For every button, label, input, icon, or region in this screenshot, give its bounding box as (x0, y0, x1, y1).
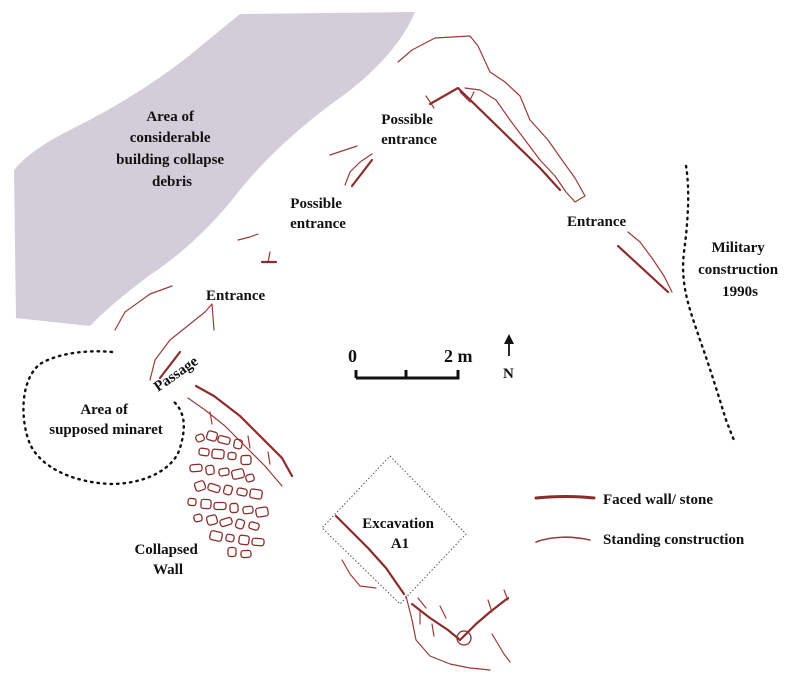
entrance-right-label: Entrance (567, 214, 627, 230)
north-arrow: N (503, 334, 514, 382)
rubble-stone (248, 521, 260, 531)
rubble-stone (222, 484, 234, 496)
minaret-label-line: Area of (80, 402, 129, 418)
rubble-stone (193, 513, 203, 523)
rubble-stone (195, 433, 205, 443)
collapsed-wall-label: Collapsed Wall (134, 542, 201, 578)
debris-label-line: Area of (146, 109, 195, 125)
entrance-left-label: Entrance (206, 288, 266, 304)
scale-end-label: 2 m (444, 346, 473, 366)
rubble-stone (238, 534, 250, 546)
rubble-stone (230, 468, 246, 480)
rubble-stone (245, 473, 255, 483)
debris-area (14, 12, 415, 326)
rubble-stone (232, 438, 244, 450)
rubble-stone (205, 430, 219, 442)
possible-entrance-lower-line: Possible (290, 196, 342, 212)
legend: Faced wall/ stone Standing construction (534, 492, 745, 548)
right-walls (616, 231, 673, 294)
military-construction-line (681, 164, 736, 442)
rubble-stone (240, 549, 252, 559)
rubble-stone (208, 530, 224, 542)
rubble-stone (227, 546, 237, 558)
north-label: N (503, 366, 514, 382)
rubble-stone (249, 488, 263, 500)
rubble-stone (227, 451, 237, 461)
legend-faced-wall-label: Faced wall/ stone (603, 492, 713, 508)
rubble-stone (225, 533, 235, 543)
minaret-label-line: supposed minaret (49, 422, 163, 438)
rubble-stone (240, 454, 252, 466)
rubble-stone (198, 447, 210, 457)
collapsed-wall-label-line: Wall (153, 562, 183, 578)
passage-label: Passage (151, 353, 201, 395)
scale-bar: 0 2 m (348, 346, 473, 380)
debris-label-line: debris (152, 174, 192, 190)
debris-label-line: considerable (130, 130, 211, 146)
military-label: Military construction 1990s (698, 240, 782, 300)
excavation-label-line: Excavation (362, 516, 434, 532)
rubble-stone (255, 506, 269, 518)
lower-walls (334, 514, 511, 671)
rubble-stone (219, 516, 233, 528)
minaret-label: Area of supposed minaret (49, 402, 163, 438)
passage-wall (187, 384, 294, 487)
debris-label: Area of considerable building collapse d… (116, 109, 228, 190)
minaret-outline (22, 350, 185, 486)
collapsed-wall-label-line: Collapsed (134, 542, 198, 558)
excavation-label-line: A1 (391, 536, 409, 552)
legend-standing-swatch (535, 536, 591, 543)
possible-entrance-lower-label: Possible entrance (290, 196, 346, 232)
possible-entrance-upper-line: Possible (381, 112, 433, 128)
rubble-stone (213, 501, 227, 511)
collapsed-wall-stones (187, 430, 269, 559)
rubble-stone (200, 498, 212, 510)
upper-walls (114, 35, 586, 381)
rubble-stone (242, 505, 254, 515)
rubble-stone (189, 463, 203, 473)
possible-entrance-lower-line: entrance (290, 216, 346, 232)
rubble-stone (207, 482, 221, 494)
rubble-stone (218, 467, 230, 477)
rubble-stone (193, 480, 207, 492)
military-label-line: construction (698, 262, 779, 278)
rubble-stone (229, 502, 239, 514)
scale-start-label: 0 (348, 346, 357, 366)
possible-entrance-upper-label: Possible entrance (381, 112, 437, 148)
rubble-stone (236, 487, 248, 497)
legend-standing-label: Standing construction (603, 532, 745, 548)
rubble-stone (187, 497, 197, 507)
rubble-stone (234, 518, 246, 530)
military-label-line: 1990s (722, 284, 758, 300)
north-arrow-icon (504, 334, 514, 344)
rubble-stone (251, 537, 265, 547)
rubble-stone (205, 464, 215, 476)
rubble-stone (205, 514, 219, 526)
legend-faced-wall-swatch (534, 495, 596, 500)
excavation-a1-outline (321, 455, 467, 605)
military-label-line: Military (711, 240, 765, 256)
excavation-label: Excavation A1 (362, 516, 437, 552)
possible-entrance-upper-line: entrance (381, 132, 437, 148)
debris-label-line: building collapse (116, 152, 224, 168)
rubble-stone (217, 435, 231, 445)
rubble-stone (211, 448, 225, 460)
